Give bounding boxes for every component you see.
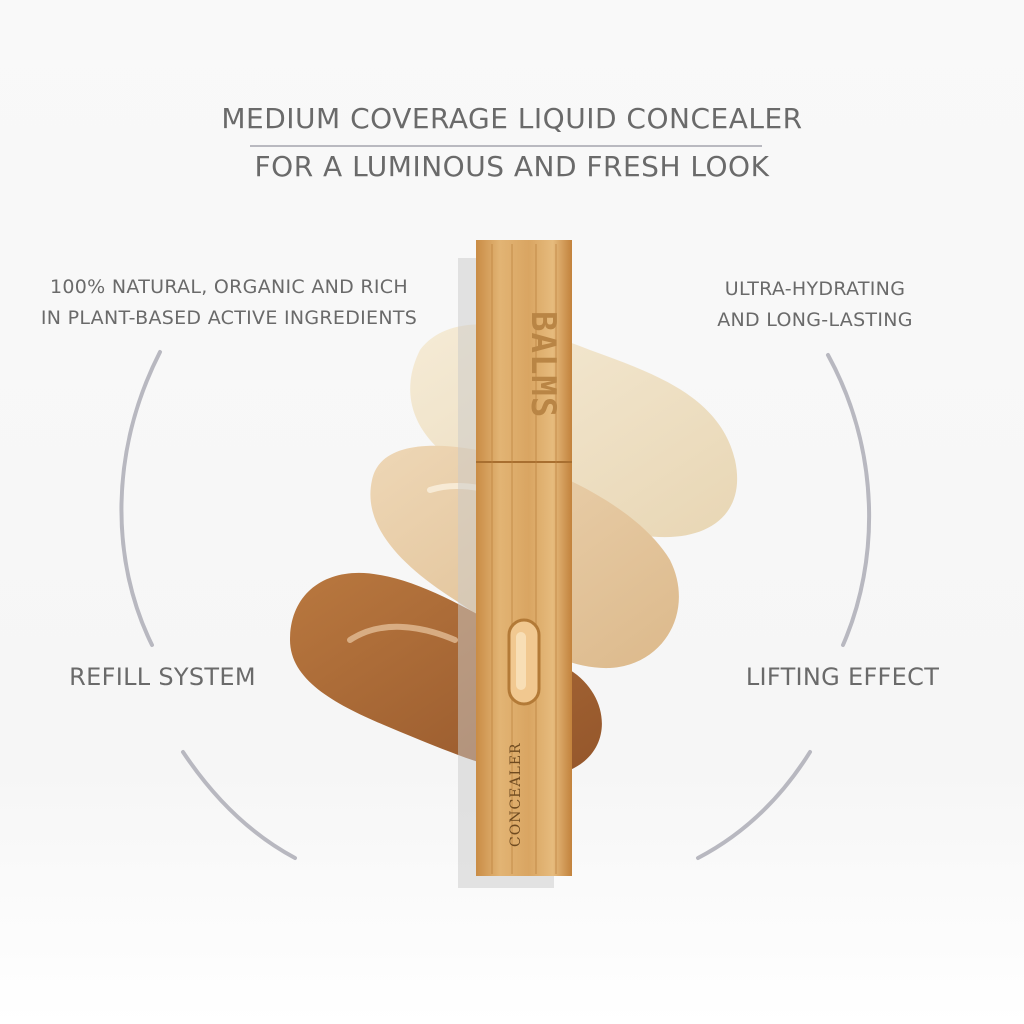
headline-line-2: FOR A LUMINOUS AND FRESH LOOK	[254, 150, 770, 183]
swatch-highlight	[347, 623, 458, 643]
brand-logo: BALMS	[523, 311, 563, 419]
headline-line-1: MEDIUM COVERAGE LIQUID CONCEALER	[221, 102, 803, 135]
arc-top-right	[826, 353, 872, 647]
feature-natural-line-1: 100% NATURAL, ORGANIC AND RICH	[50, 276, 408, 298]
arc-bottom-left	[181, 750, 297, 860]
feature-refill-system: REFILL SYSTEM	[69, 663, 256, 691]
feature-hydrating-line-1: ULTRA-HYDRATING	[724, 278, 906, 300]
bamboo-tube-cap	[476, 240, 572, 462]
feature-natural-line-2: IN PLANT-BASED ACTIVE INGREDIENTS	[40, 307, 418, 329]
product-name-label: CONCEALER	[508, 742, 524, 848]
arc-top-left	[119, 350, 162, 647]
bamboo-grain	[491, 244, 557, 874]
feature-natural-organic: 100% NATURAL, ORGANIC AND RICH IN PLANT-…	[20, 272, 438, 334]
headline-divider	[250, 145, 762, 147]
feature-hydrating-line-2: AND LONG-LASTING	[717, 309, 913, 331]
arc-bottom-right	[696, 750, 812, 860]
feature-lifting-effect: LIFTING EFFECT	[745, 663, 940, 691]
product-window-shine	[516, 632, 526, 690]
feature-hydrating: ULTRA-HYDRATING AND LONG-LASTING	[690, 274, 940, 336]
